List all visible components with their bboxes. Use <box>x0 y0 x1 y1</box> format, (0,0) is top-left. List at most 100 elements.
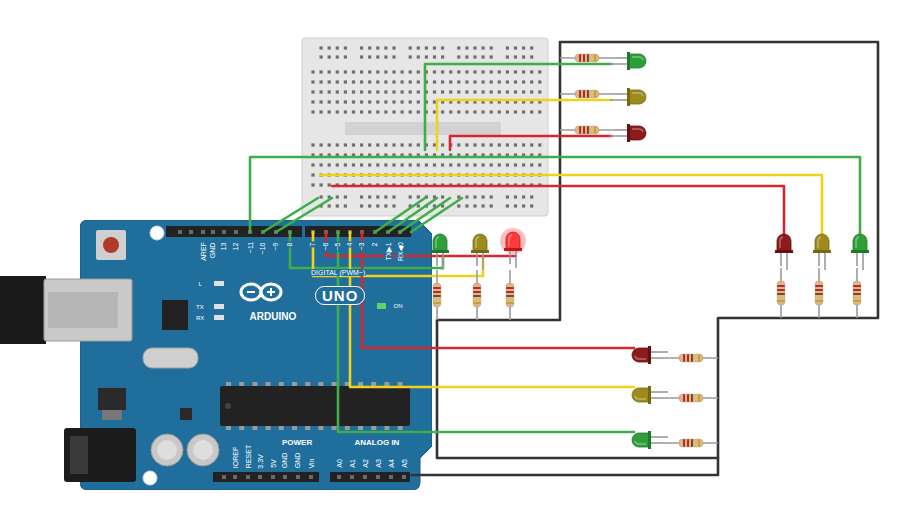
breadboard-hole <box>384 80 387 83</box>
breadboard-hole <box>409 143 412 146</box>
board-label: 5V <box>269 458 276 469</box>
pin-hole <box>189 230 193 234</box>
breadboard-hole <box>482 143 485 146</box>
breadboard-hole <box>344 55 347 58</box>
pin-hole <box>246 475 250 479</box>
chip-pin <box>279 426 284 430</box>
breadboard-hole <box>401 143 404 146</box>
breadboard-hole <box>392 163 395 166</box>
breadboard-hole <box>441 143 444 146</box>
pin-hole <box>350 475 354 479</box>
chip-pin <box>239 426 244 430</box>
breadboard-hole <box>384 70 387 73</box>
breadboard-hole <box>320 110 323 113</box>
breadboard-hole <box>320 143 323 146</box>
breadboard-hole <box>490 55 493 58</box>
board-label: 7 <box>309 241 316 247</box>
breadboard-hole <box>368 163 371 166</box>
breadboard-hole <box>433 55 436 58</box>
breadboard-hole <box>490 80 493 83</box>
breadboard-hole <box>409 100 412 103</box>
led-symbol <box>610 52 646 70</box>
breadboard-hole <box>409 195 412 198</box>
led-symbol <box>610 88 646 106</box>
pin-hole <box>178 230 182 234</box>
pin-hole <box>271 475 275 479</box>
board-label: ~9 <box>272 241 279 251</box>
usb-plug <box>0 276 46 344</box>
breadboard-hole <box>498 90 501 93</box>
breadboard-hole <box>465 90 468 93</box>
pin-header <box>213 472 319 482</box>
chip-pin <box>292 382 297 386</box>
usb-connector-face <box>48 292 118 328</box>
breadboard-hole <box>328 110 331 113</box>
breadboard-hole <box>522 55 525 58</box>
breadboard-hole <box>320 90 323 93</box>
breadboard-hole <box>360 90 363 93</box>
breadboard-hole <box>482 195 485 198</box>
chip-pin <box>358 426 363 430</box>
breadboard-hole <box>457 46 460 49</box>
breadboard-hole <box>441 195 444 198</box>
chip-pin <box>332 426 337 430</box>
breadboard-hole <box>457 143 460 146</box>
breadboard-hole <box>392 204 395 207</box>
wire <box>338 232 634 432</box>
breadboard-hole <box>417 163 420 166</box>
led-symbol <box>632 346 668 364</box>
breadboard-hole <box>498 163 501 166</box>
board-label: GND <box>209 241 216 259</box>
board-label: A1 <box>348 458 355 469</box>
led-symbol <box>471 234 489 270</box>
breadboard-hole <box>473 110 476 113</box>
breadboard-hole <box>328 90 331 93</box>
breadboard-hole <box>449 110 452 113</box>
chip-pin <box>226 426 231 430</box>
breadboard-hole <box>344 70 347 73</box>
breadboard-hole <box>352 70 355 73</box>
breadboard-hole <box>514 143 517 146</box>
pin-hole <box>283 475 287 479</box>
breadboard-channel <box>345 122 501 135</box>
led-symbol <box>775 234 793 270</box>
breadboard-hole <box>490 110 493 113</box>
breadboard-hole <box>344 110 347 113</box>
board-label: Vin <box>308 457 315 469</box>
breadboard-hole <box>482 163 485 166</box>
wire <box>388 198 437 232</box>
board-label: RX◀0 <box>397 241 404 262</box>
breadboard-hole <box>425 163 428 166</box>
breadboard-hole <box>506 195 509 198</box>
pin-hole <box>376 475 380 479</box>
breadboard-hole <box>473 80 476 83</box>
breadboard-hole <box>490 90 493 93</box>
resistor-symbol <box>473 270 481 320</box>
board-label: ~11 <box>247 241 254 254</box>
chip-pin <box>358 382 363 386</box>
breadboard-hole <box>344 195 347 198</box>
breadboard-hole <box>409 163 412 166</box>
smd-part <box>180 408 192 420</box>
pin-hole <box>258 475 262 479</box>
breadboard-hole <box>433 46 436 49</box>
chip-pin <box>398 426 403 430</box>
breadboard-hole <box>328 183 331 186</box>
breadboard-hole <box>392 70 395 73</box>
resistor-symbol <box>560 54 614 62</box>
board-label: POWER <box>281 439 313 447</box>
wire <box>263 198 318 232</box>
breadboard-hole <box>506 90 509 93</box>
breadboard-hole <box>473 70 476 73</box>
breadboard-hole <box>490 46 493 49</box>
breadboard-hole <box>482 90 485 93</box>
led-symbol <box>632 431 668 449</box>
breadboard-hole <box>311 100 314 103</box>
indicator-led <box>214 281 224 286</box>
capacitor <box>151 434 183 466</box>
breadboard-hole <box>506 204 509 207</box>
board-label: AREF <box>199 241 206 262</box>
breadboard-hole <box>368 55 371 58</box>
chip-pin <box>266 426 271 430</box>
breadboard-hole <box>328 70 331 73</box>
